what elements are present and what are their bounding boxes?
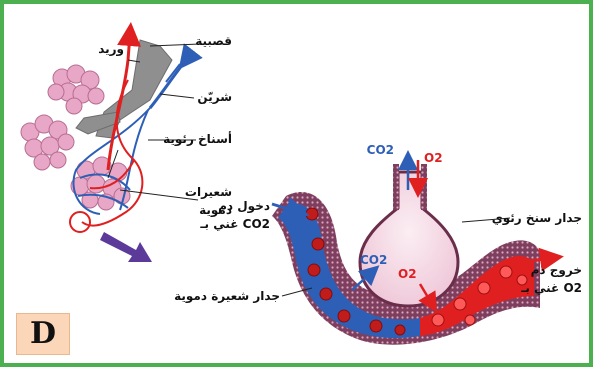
label-vein: وريد xyxy=(98,42,124,57)
label-alveolar-wall: جدار سنخ رئوي xyxy=(492,211,582,226)
label-alveolar-sacs: أسناخ رئوية xyxy=(163,131,232,147)
zoom-arrow xyxy=(100,232,152,262)
label-o2-top: O2 xyxy=(424,151,443,165)
panel-letter: D xyxy=(16,313,70,355)
label-co2-inner: CO2 xyxy=(360,253,387,267)
label-inflow-1: دخول دم xyxy=(218,199,270,214)
alveolar-duct-wall-left xyxy=(393,164,399,210)
label-capillaries-1: شعيرات xyxy=(185,185,232,199)
label-trachea: قصبية xyxy=(195,34,232,48)
alveolus-closeup xyxy=(272,160,552,345)
label-outflow-2: غني بـ O2 xyxy=(520,281,582,295)
label-outflow-1: خروج دم xyxy=(531,263,582,278)
label-o2-inner: O2 xyxy=(398,267,417,281)
label-capillary-wall: جدار شعيرة دموية xyxy=(174,289,280,304)
alveoli-cluster-top xyxy=(48,65,104,114)
label-inflow-2: غني بـ CO2 xyxy=(199,217,270,231)
alveoli-cluster-left xyxy=(21,115,74,170)
label-artery: شريّن xyxy=(197,90,232,104)
lung-overview xyxy=(21,34,200,262)
alveolar-sac xyxy=(360,172,458,306)
label-co2-top: CO2 xyxy=(367,143,394,157)
alveolar-duct-wall-right xyxy=(421,164,427,210)
